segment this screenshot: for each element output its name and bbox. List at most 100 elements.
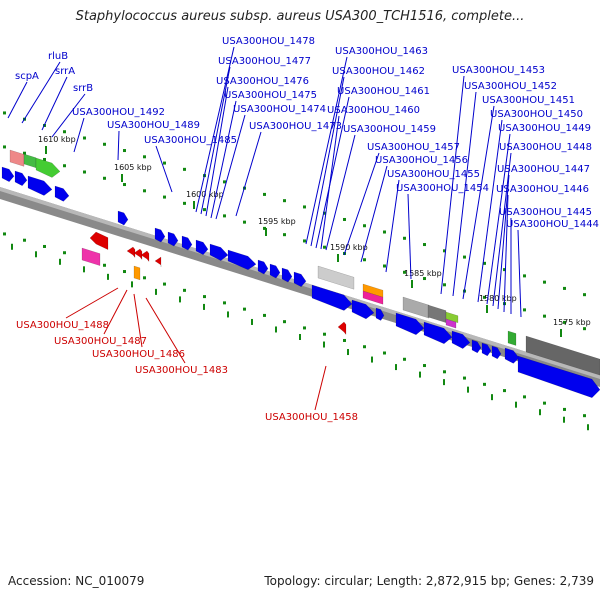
gene-feature	[281, 267, 293, 283]
tick-dot	[103, 176, 106, 180]
gene-label: USA300HOU_1476	[216, 76, 309, 87]
tick-dot	[463, 255, 466, 259]
tick-dot	[343, 338, 346, 342]
tick-dot	[123, 149, 126, 153]
tick-dot	[503, 268, 506, 272]
tick-dot	[183, 201, 186, 205]
gene-label: USA300HOU_1456	[375, 155, 468, 166]
tick-dot	[263, 313, 266, 317]
gene-feature	[133, 265, 141, 281]
gene-feature	[27, 175, 53, 196]
tick-dot	[183, 288, 186, 292]
leader-line	[452, 91, 477, 297]
gene-feature	[195, 239, 209, 256]
gene-feature	[167, 231, 179, 247]
tick-dot	[583, 293, 586, 297]
topology-summary: Topology: circular; Length: 2,872,915 bp…	[264, 574, 594, 588]
tick-dot	[283, 199, 286, 203]
tick-dot	[43, 157, 46, 161]
leader-line	[73, 117, 85, 153]
gene-labels: scpArluBsrrAsrrBUSA300HOU_1492USA300HOU_…	[15, 36, 599, 423]
leader-line	[325, 134, 356, 251]
leader-line	[486, 133, 511, 305]
gene-label: USA300HOU_1487	[54, 336, 147, 347]
gene-label: USA300HOU_1461	[337, 86, 430, 97]
leader-line	[235, 131, 262, 217]
leader-line	[145, 297, 186, 364]
tick-dot	[363, 258, 366, 262]
tick-dot	[383, 351, 386, 355]
gene-feature	[402, 296, 430, 319]
tick-dot	[483, 382, 486, 386]
tick-dot	[563, 286, 566, 290]
leader-line	[503, 194, 509, 313]
scale-tick-label: 1605 kbp	[114, 163, 152, 172]
leader-line	[205, 86, 229, 217]
tick-dot	[403, 357, 406, 361]
scale-tick-label: 1610 kbp	[38, 135, 76, 144]
gene-label: USA300HOU_1473	[249, 121, 342, 132]
tick-dot	[123, 270, 126, 274]
map-title: Staphylococcus aureus subsp. aureus USA3…	[75, 9, 525, 24]
leader-line	[440, 75, 465, 295]
leader-line	[155, 145, 173, 193]
gene-feature	[227, 249, 257, 271]
gene-feature	[375, 307, 385, 321]
gene-label: USA300HOU_1477	[218, 56, 311, 67]
gene-label: USA300HOU_1451	[482, 95, 575, 106]
gene-feature	[1, 166, 15, 183]
gene-label: USA300HOU_1447	[497, 164, 590, 175]
tick-dot	[23, 238, 26, 242]
gene-feature	[140, 250, 150, 263]
tick-dot	[103, 142, 106, 146]
tick-dot	[423, 277, 426, 281]
tick-dot	[63, 164, 66, 168]
gene-feature	[35, 157, 61, 178]
tick-dot	[483, 261, 486, 265]
label-leader-lines	[7, 46, 522, 411]
tick-dot	[403, 236, 406, 240]
gene-feature	[89, 231, 109, 251]
leader-line	[117, 130, 120, 161]
tick-dot	[283, 233, 286, 237]
gene-feature	[311, 284, 353, 311]
tick-dot	[563, 407, 566, 411]
gene-label: USA300HOU_1453	[452, 65, 545, 76]
gene-label: USA300HOU_1458	[265, 412, 358, 423]
gene-label: USA300HOU_1446	[496, 184, 589, 195]
leader-line	[310, 76, 345, 247]
tick-dot	[123, 183, 126, 187]
gene-feature	[525, 335, 600, 376]
gene-feature	[517, 355, 600, 398]
gene-label: USA300HOU_1485	[144, 135, 237, 146]
leader-line	[65, 287, 119, 319]
leader-line	[133, 293, 143, 348]
gene-feature	[209, 243, 229, 261]
tick-dot	[143, 155, 146, 159]
gene-feature	[14, 170, 28, 187]
tick-dot	[483, 295, 486, 299]
leader-line	[517, 229, 522, 318]
gene-label: USA300HOU_1474	[233, 104, 326, 115]
leader-line	[51, 93, 86, 138]
tick-dot	[423, 364, 426, 368]
gene-feature	[257, 259, 269, 275]
gene-feature	[133, 248, 143, 261]
tick-dot	[543, 401, 546, 405]
tick-dot	[323, 211, 326, 215]
tick-dot	[343, 217, 346, 221]
gene-label: USA300HOU_1455	[387, 169, 480, 180]
leader-line	[343, 152, 380, 256]
tick-dot	[303, 205, 306, 209]
leader-line	[497, 174, 510, 310]
scale-tick-label: 1585 kbp	[404, 269, 442, 278]
gene-label: USA300HOU_1454	[396, 183, 489, 194]
gene-features	[1, 149, 600, 398]
gene-feature	[351, 299, 375, 320]
gene-label: USA300HOU_1463	[335, 46, 428, 57]
tick-dot	[203, 208, 206, 212]
scale-tick-label: 1590 kbp	[330, 243, 368, 252]
tick-dot	[443, 370, 446, 374]
tick-dot	[43, 244, 46, 248]
leader-line	[407, 193, 412, 280]
